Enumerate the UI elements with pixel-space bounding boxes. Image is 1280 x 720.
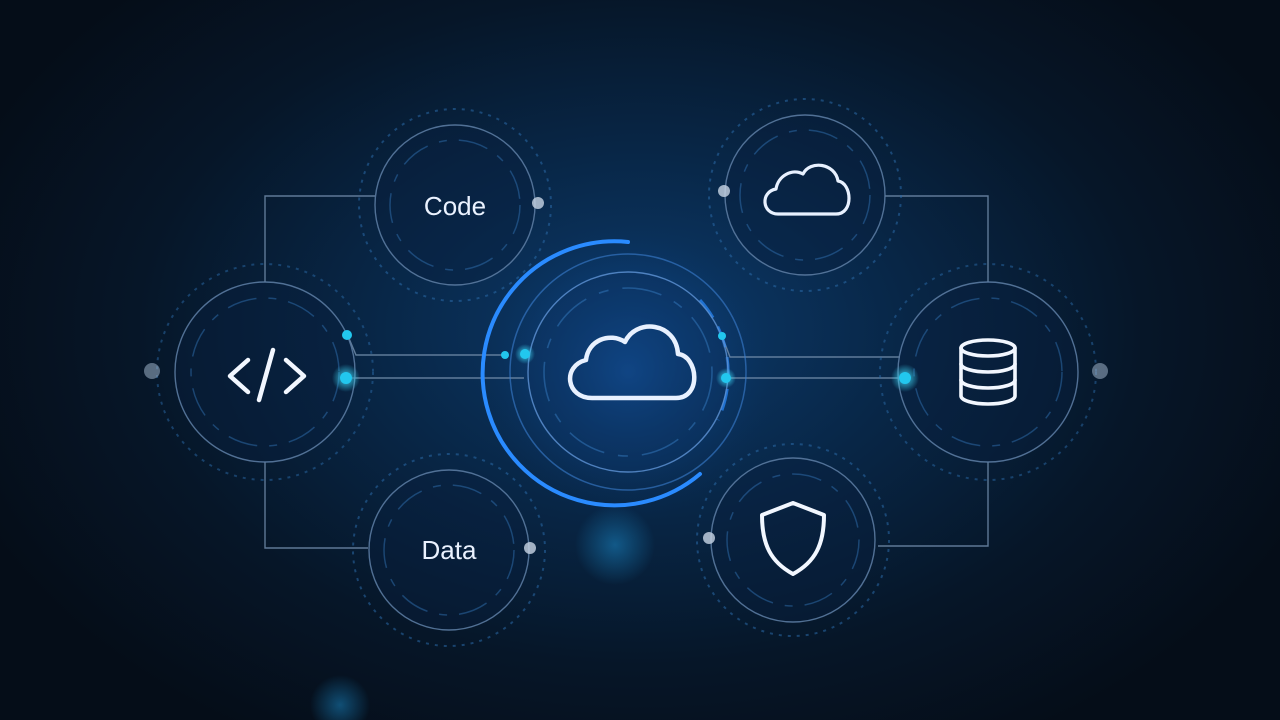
node-ring-outer <box>696 443 890 637</box>
connection-dot <box>721 373 731 383</box>
node-ring-outer <box>156 263 374 481</box>
node-dot <box>718 185 730 197</box>
connection-dot <box>520 349 530 359</box>
node-ring-inner <box>389 139 521 271</box>
code-label: Code <box>424 191 486 221</box>
ambient-glow <box>310 675 370 720</box>
node-dot <box>1092 363 1108 379</box>
ambient-glow <box>575 505 655 585</box>
connector-line <box>878 462 989 547</box>
data-label: Data <box>422 535 477 565</box>
connection-dot <box>718 332 726 340</box>
node-dot <box>144 363 160 379</box>
node-dot <box>703 532 715 544</box>
shield-icon <box>760 501 826 576</box>
node-ring-outer <box>358 108 552 302</box>
connection-dot <box>899 372 911 384</box>
connector-lines <box>264 195 989 549</box>
node-ring-outer <box>509 253 747 491</box>
code-brackets-node[interactable] <box>144 263 374 481</box>
node-dot <box>532 197 544 209</box>
node-ring-outer <box>352 453 546 647</box>
center-glow <box>478 222 778 522</box>
database-icon <box>959 338 1017 406</box>
cloud-icon <box>568 324 697 401</box>
node-ring-inner <box>739 129 871 261</box>
connection-dot <box>501 351 509 359</box>
shield-node[interactable] <box>696 443 890 637</box>
node-dot <box>524 542 536 554</box>
node-ring-outer <box>708 98 902 292</box>
code-node[interactable]: Code <box>358 108 552 302</box>
data-node[interactable]: Data <box>352 453 546 647</box>
hub-arc <box>480 239 702 508</box>
cloud-icon <box>763 163 851 216</box>
node-ring-inner <box>543 287 713 457</box>
cloud-hub[interactable] <box>480 239 747 508</box>
connector-line <box>264 462 368 549</box>
node-ring-inner <box>383 484 515 616</box>
connection-dot <box>340 372 352 384</box>
code-brackets-icon <box>227 347 307 403</box>
node-ring <box>724 114 886 276</box>
connection-dots <box>332 330 919 392</box>
connector-line <box>264 195 375 282</box>
node-ring <box>710 457 876 623</box>
connector-line <box>885 195 989 282</box>
database-node[interactable] <box>879 263 1108 481</box>
node-ring <box>527 271 729 473</box>
node-ring-inner <box>726 473 860 607</box>
connection-dot <box>342 330 352 340</box>
cloud-node-top[interactable] <box>708 98 902 292</box>
